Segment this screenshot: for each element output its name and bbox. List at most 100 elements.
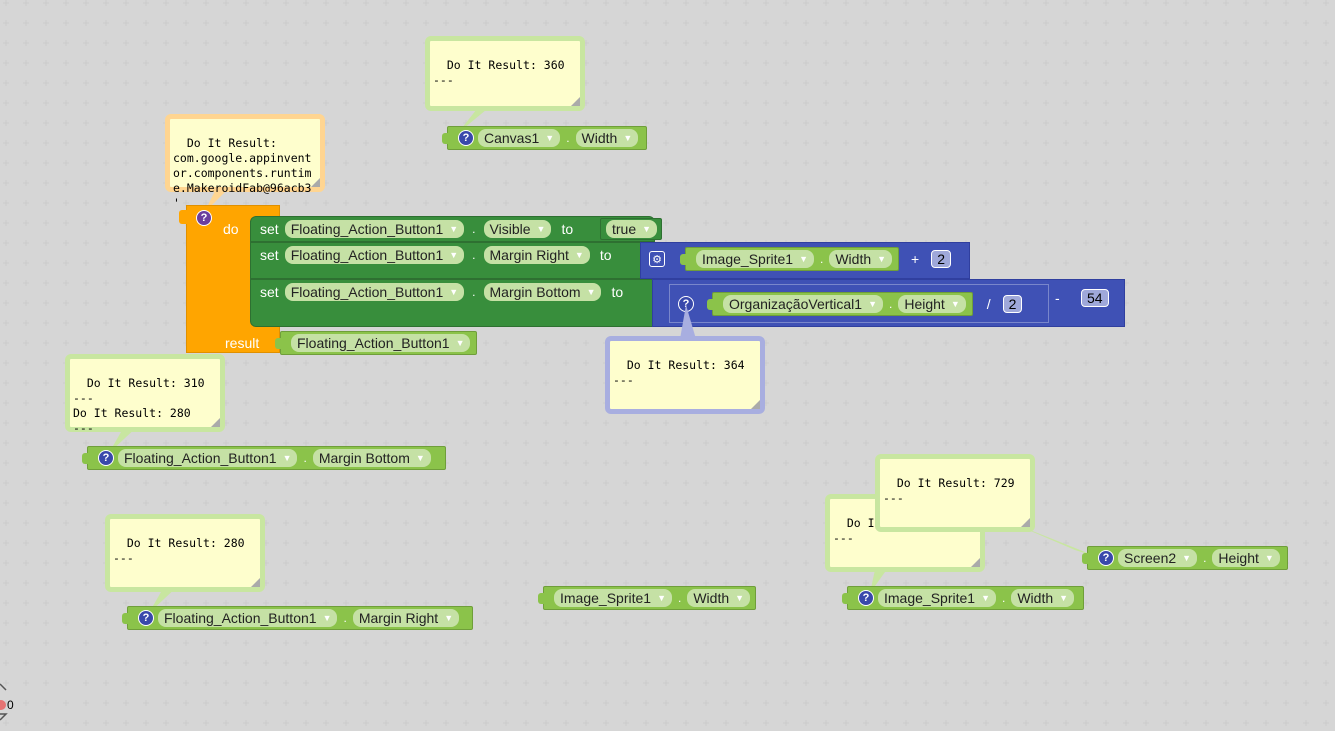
- dropdown-arrow-icon: ▼: [545, 133, 555, 143]
- screen2-height-getter[interactable]: ? Screen2▼ . Height▼: [1082, 546, 1288, 570]
- image-sprite1-width-getter[interactable]: Image_Sprite1▼ . Width▼: [679, 247, 900, 271]
- resize-handle[interactable]: [211, 418, 220, 427]
- plus-operator: +: [911, 251, 920, 267]
- property-dropdown[interactable]: Width▼: [687, 589, 751, 607]
- dot-separator: .: [343, 611, 347, 625]
- property-name: Margin Right: [358, 610, 439, 626]
- property-dropdown[interactable]: Margin Right▼: [483, 246, 590, 264]
- component-name: Image_Sprite1: [560, 590, 652, 606]
- resize-handle[interactable]: [571, 97, 580, 106]
- dot-separator: .: [303, 451, 307, 465]
- dropdown-arrow-icon: ▼: [455, 338, 465, 348]
- result-component-block[interactable]: Floating_Action_Button1▼: [275, 331, 477, 355]
- property-dropdown[interactable]: Width▼: [829, 250, 893, 268]
- organizacao-height-getter[interactable]: OrganizaçãoVertical1▼ . Height▼: [707, 292, 973, 316]
- component-dropdown[interactable]: Image_Sprite1▼: [554, 589, 672, 607]
- property-dropdown[interactable]: Width▼: [575, 129, 639, 147]
- component-name: OrganizaçãoVertical1: [729, 296, 863, 312]
- boolean-value: true: [612, 221, 637, 237]
- dropdown-arrow-icon: ▼: [574, 250, 584, 260]
- do-it-result-bubble[interactable]: Do It Result: com.google.appinvent or.co…: [165, 114, 325, 210]
- number-block[interactable]: 2: [931, 250, 952, 268]
- component-dropdown[interactable]: OrganizaçãoVertical1▼: [723, 295, 883, 313]
- set-margin-bottom-block[interactable]: set Floating_Action_Button1▼ . Margin Bo…: [250, 279, 660, 327]
- dropdown-arrow-icon: ▼: [322, 613, 332, 623]
- dot-separator: .: [472, 285, 476, 299]
- subtraction-block[interactable]: ? OrganizaçãoVertical1▼ . Height▼ / 2 - …: [652, 279, 1125, 327]
- property-dropdown[interactable]: Height▼: [898, 295, 966, 313]
- boolean-block[interactable]: true ▼: [600, 218, 662, 240]
- do-it-result-bubble[interactable]: Do It Result: 360 ---: [425, 36, 585, 111]
- division-block[interactable]: ? OrganizaçãoVertical1▼ . Height▼ / 2: [669, 284, 1049, 323]
- component-dropdown[interactable]: Floating_Action_Button1▼: [118, 449, 298, 467]
- set-margin-right-block[interactable]: set Floating_Action_Button1▼ . Margin Ri…: [250, 242, 645, 279]
- divide-operator: /: [986, 296, 991, 312]
- set-keyword: set: [260, 247, 279, 263]
- component-dropdown[interactable]: Image_Sprite1 ▼: [878, 589, 996, 607]
- question-icon[interactable]: ?: [458, 130, 474, 146]
- dropdown-arrow-icon: ▼: [642, 224, 652, 234]
- canvas1-width-getter[interactable]: ? Canvas1▼ . Width▼: [442, 126, 647, 150]
- boolean-dropdown[interactable]: true ▼: [606, 220, 658, 238]
- minus-operator: -: [1055, 290, 1060, 306]
- do-it-result-bubble[interactable]: Do It Result: 729 ---: [875, 454, 1035, 532]
- set-keyword: set: [260, 284, 279, 300]
- to-keyword: to: [599, 247, 612, 263]
- resize-handle[interactable]: [311, 178, 320, 187]
- resize-handle[interactable]: [751, 400, 760, 409]
- resize-handle[interactable]: [251, 578, 260, 587]
- resize-handle[interactable]: [1021, 518, 1030, 527]
- zoom-arrows-icon[interactable]: [0, 680, 20, 726]
- question-icon[interactable]: ?: [138, 610, 154, 626]
- component-dropdown[interactable]: Floating_Action_Button1▼: [284, 220, 465, 238]
- component-dropdown[interactable]: Floating_Action_Button1 ▼: [158, 609, 338, 627]
- number-block[interactable]: 54: [1081, 289, 1109, 307]
- do-it-result-bubble[interactable]: Do It Result: 280 ---: [105, 514, 265, 592]
- property-dropdown[interactable]: Margin Bottom▼: [312, 449, 431, 467]
- to-keyword: to: [611, 284, 624, 300]
- component-dropdown[interactable]: Canvas1▼: [478, 129, 561, 147]
- component-dropdown[interactable]: Image_Sprite1▼: [696, 250, 814, 268]
- component-name: Image_Sprite1: [884, 590, 976, 606]
- component-dropdown[interactable]: Floating_Action_Button1▼: [284, 246, 465, 264]
- component-name: Screen2: [1124, 550, 1177, 566]
- do-it-result-bubble[interactable]: Do It Result: 310 --- Do It Result: 280 …: [65, 354, 225, 435]
- component-name: Image_Sprite1: [702, 251, 794, 267]
- property-dropdown[interactable]: Width▼: [1011, 589, 1075, 607]
- component-dropdown[interactable]: Floating_Action_Button1▼: [284, 283, 465, 301]
- dropdown-arrow-icon: ▼: [950, 299, 960, 309]
- question-icon[interactable]: ?: [196, 210, 212, 226]
- dropdown-arrow-icon: ▼: [981, 593, 990, 603]
- addition-block[interactable]: ⚙ Image_Sprite1▼ . Width▼ + 2: [640, 242, 970, 279]
- image-sprite1-width-getter[interactable]: ? Image_Sprite1▼ . Width▼: [842, 586, 1084, 610]
- dot-separator: .: [677, 591, 682, 605]
- dot-separator: .: [819, 252, 824, 266]
- gear-icon[interactable]: ⚙: [649, 251, 665, 267]
- margin-right-getter[interactable]: ? Floating_Action_Button1 ▼ . Margin Righ…: [122, 606, 473, 630]
- component-name: Floating_Action_Button1: [290, 247, 444, 263]
- property-name: Width: [835, 251, 872, 267]
- property-dropdown[interactable]: Height▼: [1212, 549, 1280, 567]
- question-icon[interactable]: ?: [1098, 550, 1114, 566]
- image-sprite1-width-getter[interactable]: Image_Sprite1▼ . Width▼: [538, 586, 756, 610]
- resize-handle[interactable]: [971, 558, 980, 567]
- component-dropdown[interactable]: Screen2▼: [1118, 549, 1198, 567]
- number-block[interactable]: 2: [1002, 295, 1023, 313]
- margin-bottom-getter[interactable]: ? Floating_Action_Button1▼ . Margin Bott…: [82, 446, 446, 470]
- property-dropdown[interactable]: Visible▼: [483, 220, 552, 238]
- component-dropdown[interactable]: Floating_Action_Button1▼: [291, 334, 471, 352]
- bubble-text: Do It Result: 729 ---: [883, 476, 1015, 505]
- workspace-controls[interactable]: 0: [0, 680, 20, 726]
- do-it-result-bubble[interactable]: Do It Result: 364 ---: [605, 336, 765, 414]
- property-name: Width: [693, 590, 730, 606]
- question-icon[interactable]: ?: [98, 450, 114, 466]
- component-name: Floating_Action_Button1: [164, 610, 317, 626]
- set-visible-block[interactable]: set Floating_Action_Button1▼ . Visible▼ …: [250, 216, 655, 242]
- component-name: Floating_Action_Button1: [124, 450, 277, 466]
- property-dropdown[interactable]: Margin Bottom▼: [483, 283, 602, 301]
- question-icon[interactable]: ?: [858, 590, 874, 606]
- property-dropdown[interactable]: Margin Right▼: [352, 609, 460, 627]
- counter-label: 0: [7, 698, 14, 712]
- dropdown-arrow-icon: ▼: [415, 453, 425, 463]
- bubble-text: Do It Result: 360 ---: [433, 58, 565, 87]
